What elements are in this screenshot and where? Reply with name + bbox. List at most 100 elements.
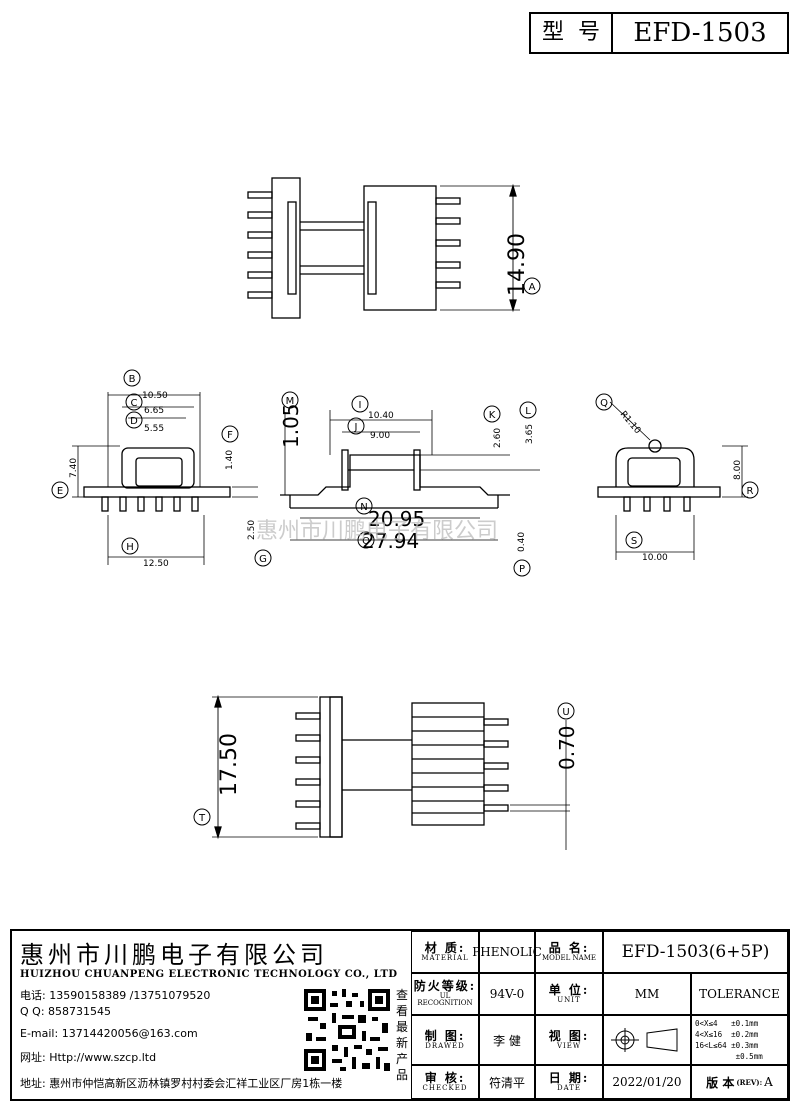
drawn-label-en: DRAWED xyxy=(425,1041,465,1050)
material-value: PHENOLIC xyxy=(472,931,542,973)
qr-caption: 查看最新产品 xyxy=(396,988,409,1082)
marker-c: C xyxy=(131,398,138,409)
unit-label-en: UNIT xyxy=(557,995,581,1004)
date-value: 2022/01/20 xyxy=(603,1065,691,1099)
marker-i: I xyxy=(359,400,362,411)
dim-0-40: 0.40 xyxy=(517,532,527,552)
dim-27-94: 27.94 xyxy=(362,529,419,553)
partname-label: 品 名:MODEL NAME xyxy=(535,931,603,973)
title-block xyxy=(10,929,790,1101)
dim-1-05: 1.05 xyxy=(279,403,303,448)
date-label-cn: 日 期: xyxy=(548,1071,590,1086)
tolerance-table: 0<X≤4 ±0.1mm 4<X≤16 ±0.2mm 16<L≤64 ±0.3m… xyxy=(691,1015,788,1065)
dim-17-50: 17.50 xyxy=(217,733,242,796)
bottom-view xyxy=(212,694,570,850)
material-label-cn: 材 质: xyxy=(424,941,466,956)
side-view xyxy=(280,410,540,541)
checked-label: 审 核:CHECKED xyxy=(411,1065,479,1099)
dim-3-65: 3.65 xyxy=(525,424,535,444)
material-label: 材 质:MATERIAL xyxy=(411,931,479,973)
company-website: 网址: Http://www.szcp.ltd xyxy=(20,1051,157,1064)
marker-u: U xyxy=(562,707,569,718)
view-label-en: VIEW xyxy=(556,1041,582,1050)
projection-symbol xyxy=(603,1015,691,1065)
top-view xyxy=(247,177,520,319)
marker-e: E xyxy=(57,486,63,497)
tolerance-line-3: 16<L≤64 ±0.3mm xyxy=(695,1041,759,1050)
dim-10-40: 10.40 xyxy=(368,411,394,421)
model-value: EFD-1503 xyxy=(633,18,767,48)
dim-r1-10: R1.10 xyxy=(618,410,643,437)
date-label: 日 期:DATE xyxy=(535,1065,603,1099)
tolerance-line-2: 4<X≤16 ±0.2mm xyxy=(695,1030,759,1039)
checked-label-cn: 审 核: xyxy=(424,1071,466,1086)
dim-12-50: 12.50 xyxy=(143,559,169,569)
company-address: 地址: 惠州市仲恺高新区沥林镇罗村村委会汇祥工业区厂房1栋一楼 xyxy=(20,1077,343,1090)
dim-14-90: 14.90 xyxy=(505,233,530,296)
marker-b: B xyxy=(129,374,136,385)
fire-label: 防火等级:UL RECOGNITION xyxy=(411,973,479,1015)
dim-0-70: 0.70 xyxy=(555,725,579,770)
revision-label: 版 本 xyxy=(706,1075,735,1090)
marker-t: T xyxy=(198,813,206,824)
unit-label-cn: 单 位: xyxy=(548,983,590,998)
marker-k: K xyxy=(489,410,496,421)
third-angle-projection-icon xyxy=(611,1028,678,1052)
drawn-label: 制 图:DRAWED xyxy=(411,1015,479,1065)
marker-r: R xyxy=(747,486,754,497)
material-label-en: MATERIAL xyxy=(421,953,469,962)
tolerance-line-1: 0<X≤4 ±0.1mm xyxy=(695,1019,759,1028)
dim-2-60: 2.60 xyxy=(493,428,503,448)
marker-f: F xyxy=(227,430,233,441)
front-view xyxy=(72,392,258,565)
view-label: 视 图:VIEW xyxy=(535,1015,603,1065)
dim-8-00: 8.00 xyxy=(733,460,743,480)
view-label-cn: 视 图: xyxy=(548,1029,590,1044)
date-label-en: DATE xyxy=(556,1083,582,1092)
marker-l: L xyxy=(525,406,531,417)
dim-5-55: 5.55 xyxy=(144,424,164,434)
marker-a: A xyxy=(529,282,536,293)
dim-20-95: 20.95 xyxy=(368,507,425,531)
tolerance-line-4: ±0.5mm xyxy=(695,1052,763,1061)
dim-7-40: 7.40 xyxy=(69,458,79,478)
dim-10-50: 10.50 xyxy=(142,391,168,401)
marker-d: D xyxy=(130,416,138,427)
company-name-en: HUIZHOU CHUANPENG ELECTRONIC TECHNOLOGY … xyxy=(20,969,398,980)
dim-10-00: 10.00 xyxy=(642,553,668,563)
model-header: 型 号 EFD-1503 xyxy=(529,12,789,54)
marker-o: O xyxy=(362,536,370,547)
fire-label-cn: 防火等级: xyxy=(413,979,477,994)
qr-code[interactable] xyxy=(302,987,392,1073)
marker-p: P xyxy=(519,564,525,575)
company-name-cn: 惠州市川鹏电子有限公司 xyxy=(20,941,328,969)
drawn-label-cn: 制 图: xyxy=(424,1029,466,1044)
partname-label-en: MODEL NAME xyxy=(542,953,596,962)
revision-label-small: (REV): xyxy=(736,1077,763,1087)
marker-n: N xyxy=(360,502,367,513)
tolerance-label: TOLERANCE xyxy=(691,973,788,1015)
end-view xyxy=(597,401,748,560)
dim-9-00: 9.00 xyxy=(370,431,390,441)
dim-1-40: 1.40 xyxy=(225,450,235,470)
revision-value: A xyxy=(764,1075,773,1089)
dim-2-50: 2.50 xyxy=(247,520,257,540)
company-email: E-mail: 13714420056@163.com xyxy=(20,1027,198,1040)
fire-label-en: UL RECOGNITION xyxy=(417,991,473,1008)
unit-value: MM xyxy=(603,973,691,1015)
marker-h: H xyxy=(126,542,134,553)
company-panel: 惠州市川鹏电子有限公司 HUIZHOU CHUANPENG ELECTRONIC… xyxy=(12,931,412,1099)
marker-q: Q xyxy=(600,398,608,409)
marker-s: S xyxy=(631,536,637,547)
dim-6-65: 6.65 xyxy=(144,406,164,416)
company-qq: Q Q: 858731545 xyxy=(20,1005,112,1018)
checked-value: 符清平 xyxy=(479,1065,535,1099)
unit-label: 单 位:UNIT xyxy=(535,973,603,1015)
checked-label-en: CHECKED xyxy=(422,1083,468,1092)
marker-g: G xyxy=(259,554,267,565)
marker-m: M xyxy=(286,396,295,407)
revision: 版 本(REV):A xyxy=(691,1065,788,1099)
model-label: 型 号 xyxy=(531,14,613,52)
company-phone: 电话: 13590158389 /13751079520 xyxy=(20,989,211,1002)
fire-value: 94V-0 xyxy=(479,973,535,1015)
